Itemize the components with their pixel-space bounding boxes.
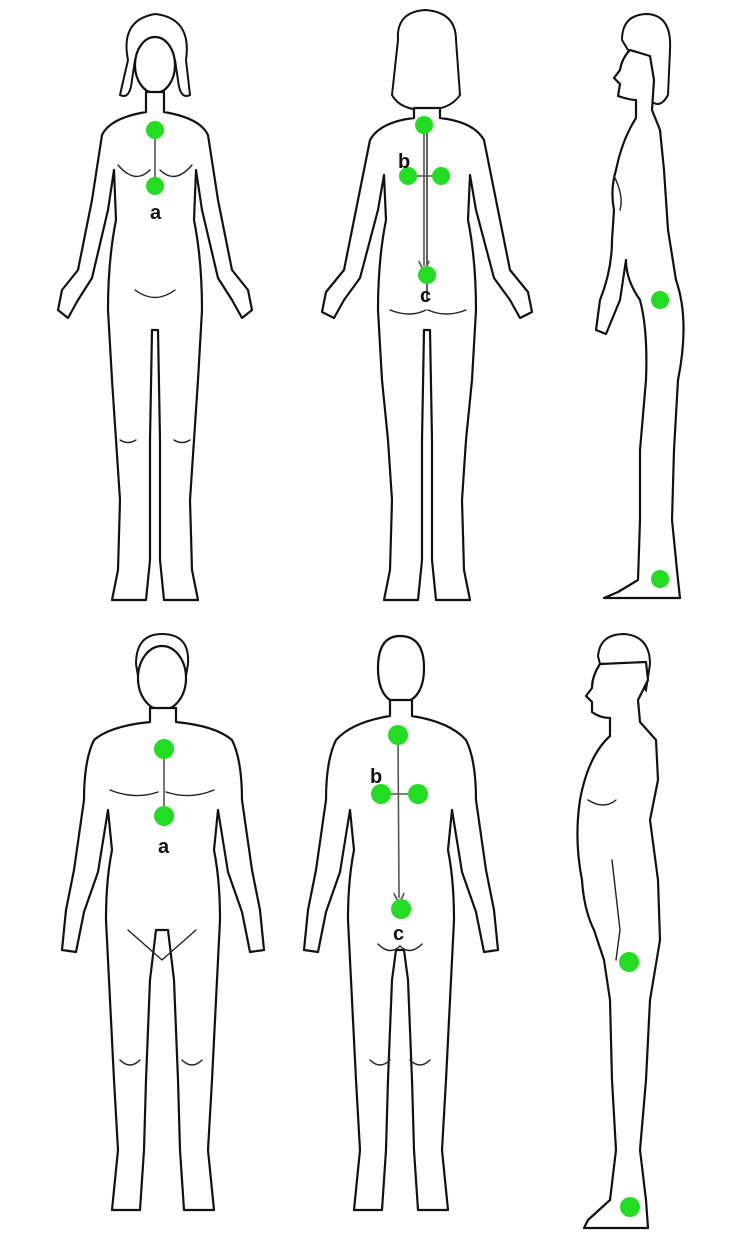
female-front-figure xyxy=(58,14,252,600)
label-b-female: b xyxy=(398,151,410,173)
male-front-figure xyxy=(62,634,264,1210)
marker-male-back-lower-spine xyxy=(391,899,411,919)
label-a-female: a xyxy=(150,202,162,224)
marker-female-side-ankle xyxy=(651,570,669,588)
marker-male-back-upper-spine xyxy=(388,725,408,745)
label-b-male: b xyxy=(370,766,382,788)
male-back-spine-connector xyxy=(398,735,399,898)
label-c-female: c xyxy=(420,285,431,307)
female-side-figure xyxy=(596,14,684,598)
marker-male-back-right-scapula xyxy=(408,784,428,804)
label-c-male: c xyxy=(393,923,404,945)
marker-female-back-upper-spine xyxy=(415,116,433,134)
marker-female-front-sternum-top xyxy=(146,121,164,139)
label-a-male: a xyxy=(158,836,170,858)
marker-female-back-lower-spine xyxy=(418,266,436,284)
marker-female-front-sternum-bottom xyxy=(146,177,164,195)
marker-female-back-right-scapula xyxy=(432,167,450,185)
marker-female-side-hip xyxy=(651,291,669,309)
marker-male-side-ankle xyxy=(620,1197,640,1217)
marker-male-side-hip xyxy=(619,952,639,972)
marker-male-front-sternum-bottom xyxy=(154,806,174,826)
male-side-figure xyxy=(577,634,660,1228)
marker-male-front-sternum-top xyxy=(154,739,174,759)
